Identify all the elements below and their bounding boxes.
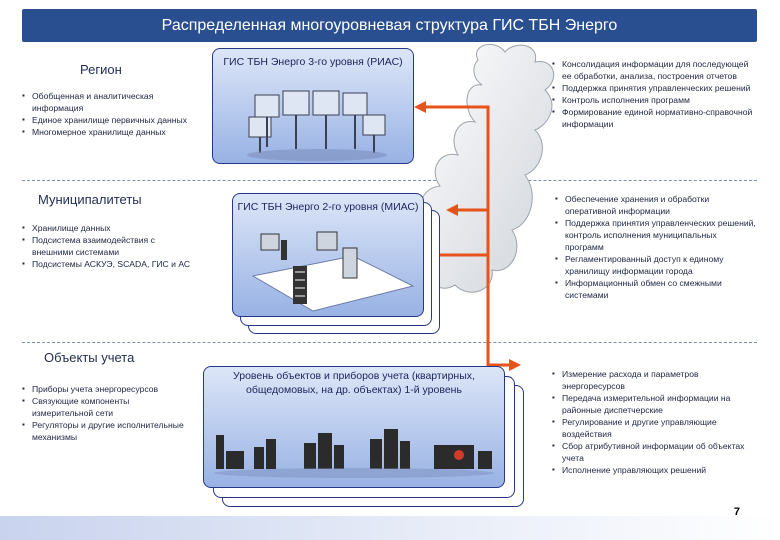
level3-panel: ГИС ТБН Энерго 3-го уровня (РИАС) xyxy=(212,48,414,164)
objects-heading: Объекты учета xyxy=(44,350,135,365)
level3-title: ГИС ТБН Энерго 3-го уровня (РИАС) xyxy=(223,56,403,68)
arrow-head-icon xyxy=(446,204,458,216)
list-item: Многомерное хранилище данных xyxy=(22,126,202,138)
municipal-heading: Муниципалитеты xyxy=(38,192,142,207)
list-item: Контроль исполнения программ xyxy=(552,94,757,106)
list-item: Обеспечение хранения и обработки операти… xyxy=(555,193,757,217)
page-number: 7 xyxy=(733,506,740,518)
list-item: Хранилище данных xyxy=(22,222,192,234)
list-item: Подсистема взаимодействия с внешними сис… xyxy=(22,234,192,258)
list-item: Поддержка принятия управленческих решени… xyxy=(555,217,757,253)
separator-2 xyxy=(22,342,757,343)
separator-1 xyxy=(22,180,757,181)
list-item: Регламентированный доступ к единому хран… xyxy=(555,253,757,277)
arrow-head-icon xyxy=(509,359,521,371)
list-item: Поддержка принятия управленческих решени… xyxy=(552,82,757,94)
list-item: Измерение расхода и параметров энергорес… xyxy=(552,368,757,392)
list-item: Регуляторы и другие исполнительные механ… xyxy=(22,419,187,443)
level1-functions-list: Измерение расхода и параметров энергорес… xyxy=(552,368,757,476)
region-list: Обобщенная и аналитическая информация Ед… xyxy=(22,90,202,138)
list-item: Приборы учета энергоресурсов xyxy=(22,383,187,395)
list-item: Сбор атрибутивной информации об объектах… xyxy=(552,440,757,464)
list-item: Единое хранилище первичных данных xyxy=(22,114,202,126)
region-heading: Регион xyxy=(80,62,122,77)
list-item: Формирование единой нормативно-справочно… xyxy=(552,106,757,130)
workstations-icon xyxy=(251,231,415,312)
level2-functions-list: Обеспечение хранения и обработки операти… xyxy=(555,193,757,301)
level3-functions-list: Консолидация информации для последующей … xyxy=(552,58,757,130)
list-item: Передача измерительной информации на рай… xyxy=(552,392,757,416)
level1-panel: Уровень объектов и приборов учета (кварт… xyxy=(203,366,505,488)
monitors-icon xyxy=(247,90,387,161)
list-item: Обобщенная и аналитическая информация xyxy=(22,90,202,114)
level2-title: ГИС ТБН Энерго 2-го уровня (МИАС) xyxy=(237,201,419,213)
buildings-icon xyxy=(214,429,494,478)
list-item: Связующие компоненты измерительной сети xyxy=(22,395,187,419)
slide-title: Распределенная многоуровневая структура … xyxy=(22,9,757,42)
list-item: Подсистемы АСКУЭ, SCADA, ГИС и АС xyxy=(22,258,192,270)
level1-title: Уровень объектов и приборов учета (кварт… xyxy=(233,370,475,396)
arrow-head-icon xyxy=(414,101,426,113)
level2-panel: ГИС ТБН Энерго 2-го уровня (МИАС) xyxy=(232,193,424,317)
list-item: Регулирование и другие управляющие возде… xyxy=(552,416,757,440)
list-item: Исполнение управляющих решений xyxy=(552,464,757,476)
list-item: Консолидация информации для последующей … xyxy=(552,58,757,82)
footer-band xyxy=(0,516,780,540)
objects-list: Приборы учета энергоресурсов Связующие к… xyxy=(22,383,187,443)
list-item: Информационный обмен со смежными система… xyxy=(555,277,757,301)
municipal-list: Хранилище данных Подсистема взаимодейств… xyxy=(22,222,192,270)
